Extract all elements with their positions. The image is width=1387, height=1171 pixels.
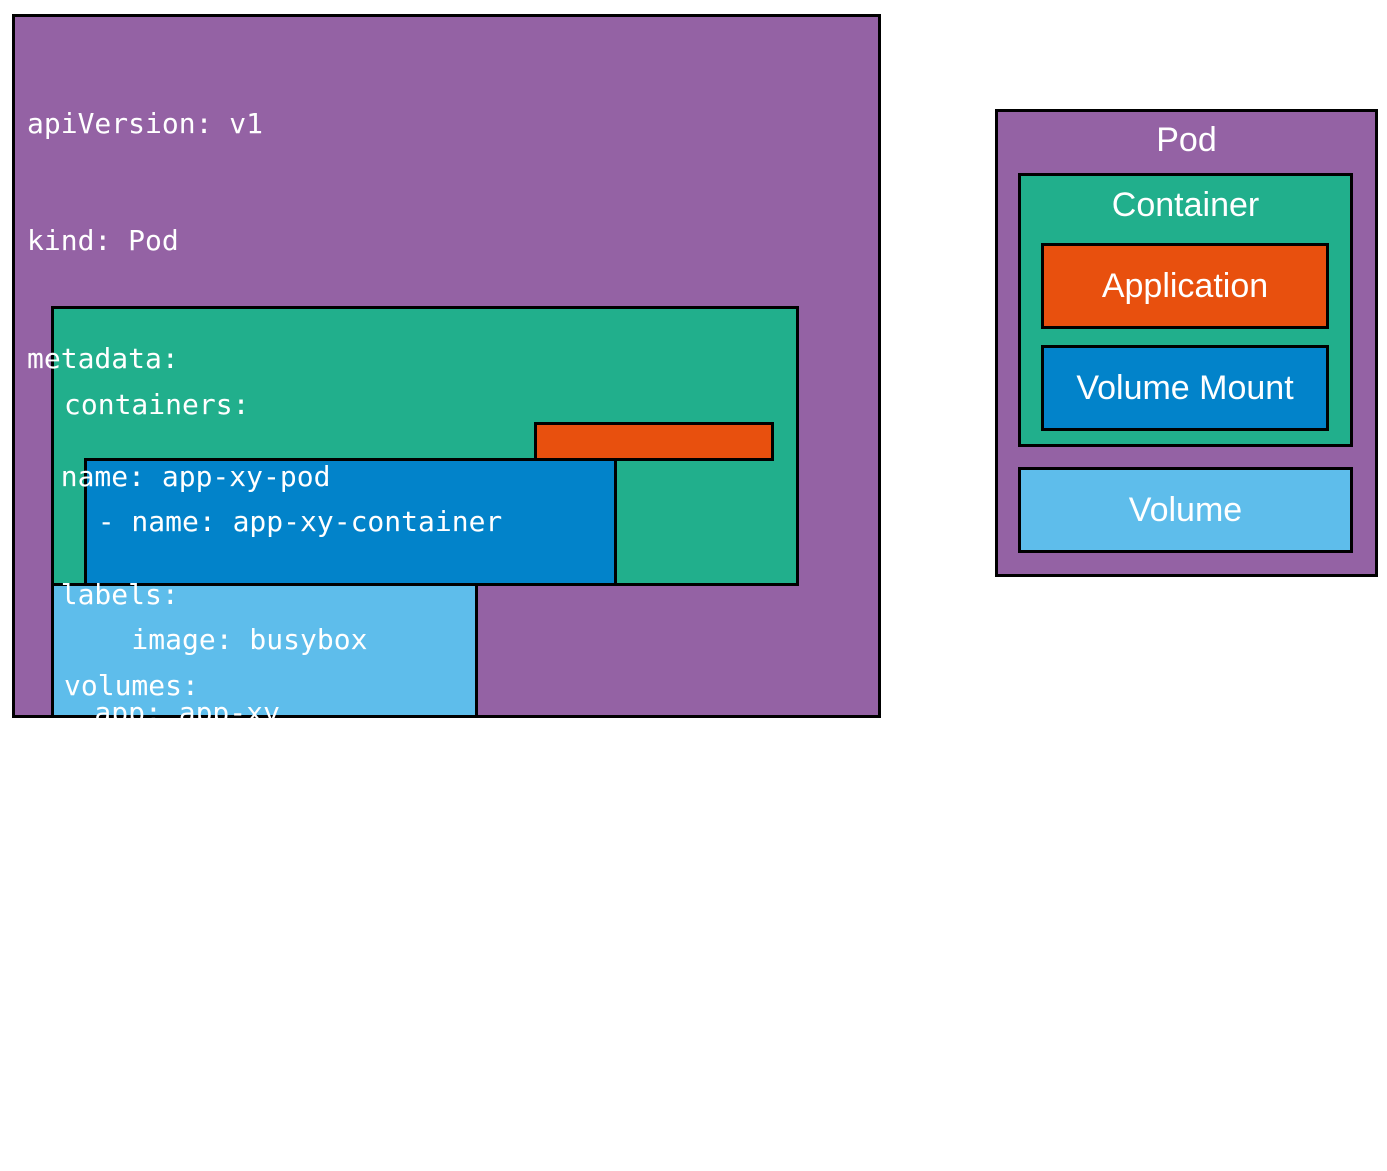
yaml-application-highlight xyxy=(534,422,774,461)
yaml-command-suffix: ] xyxy=(721,741,739,775)
yaml-line: name: app-volume xyxy=(64,1094,469,1128)
yaml-line: labels: xyxy=(27,578,179,612)
diagram-pod-label: Pod xyxy=(1156,121,1217,159)
yaml-pod-code: apiVersion: v1 kind: Pod metadata: name:… xyxy=(27,25,330,890)
yaml-command-application: 'Application' xyxy=(502,741,722,775)
diagram-volume-mount-label: Volume Mount xyxy=(1076,369,1294,407)
yaml-line: containers: xyxy=(64,387,250,421)
yaml-line: metadata: xyxy=(27,342,179,376)
diagram-application-label: Application xyxy=(1101,267,1269,305)
diagram-volume-mount-box xyxy=(1041,345,1329,431)
yaml-volume-code: volumes: - name: app-volume emptyDir: {} xyxy=(64,587,401,980)
diagram-application-box xyxy=(1041,243,1329,329)
diagram-container-label: Container xyxy=(1111,186,1260,224)
yaml-line: - name: app-volume xyxy=(64,786,402,820)
yaml-line: emptyDir: {} xyxy=(64,904,334,938)
diagram-volume-box xyxy=(1018,467,1353,553)
yaml-volume-box xyxy=(51,583,478,718)
yaml-line: name: app-xy-pod xyxy=(27,460,331,494)
yaml-line: app: app-xy xyxy=(27,696,280,730)
diagram-volume-label: Volume xyxy=(1128,491,1243,529)
yaml-line: volumes: xyxy=(64,668,199,702)
yaml-line: - name: app-xy-container xyxy=(64,505,503,539)
yaml-line: kind: Pod xyxy=(27,224,179,258)
yaml-line: image: busybox xyxy=(64,623,368,657)
yaml-line: apiVersion: v1 xyxy=(27,106,264,140)
